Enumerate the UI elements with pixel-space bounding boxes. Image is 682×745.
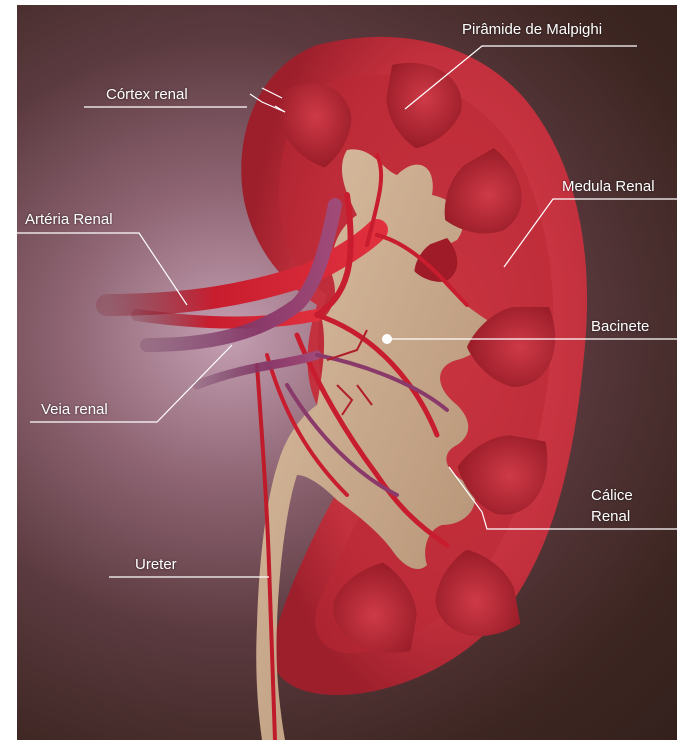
- label-cortex: Córtex renal: [106, 86, 188, 104]
- label-ureter: Ureter: [135, 556, 177, 574]
- label-calice-line1: Cálice: [591, 487, 633, 505]
- kidney-cross-section: [17, 5, 677, 740]
- label-piramide: Pirâmide de Malpighi: [462, 21, 602, 39]
- label-bacinete: Bacinete: [591, 318, 649, 336]
- label-arteria: Artéria Renal: [25, 211, 113, 229]
- label-veia: Veia renal: [41, 401, 108, 419]
- bacinete-marker: [382, 334, 392, 344]
- label-medula: Medula Renal: [562, 178, 655, 196]
- kidney-anatomy-illustration: Pirâmide de Malpighi Córtex renal Medula…: [17, 5, 677, 740]
- label-calice-line2: Renal: [591, 508, 630, 526]
